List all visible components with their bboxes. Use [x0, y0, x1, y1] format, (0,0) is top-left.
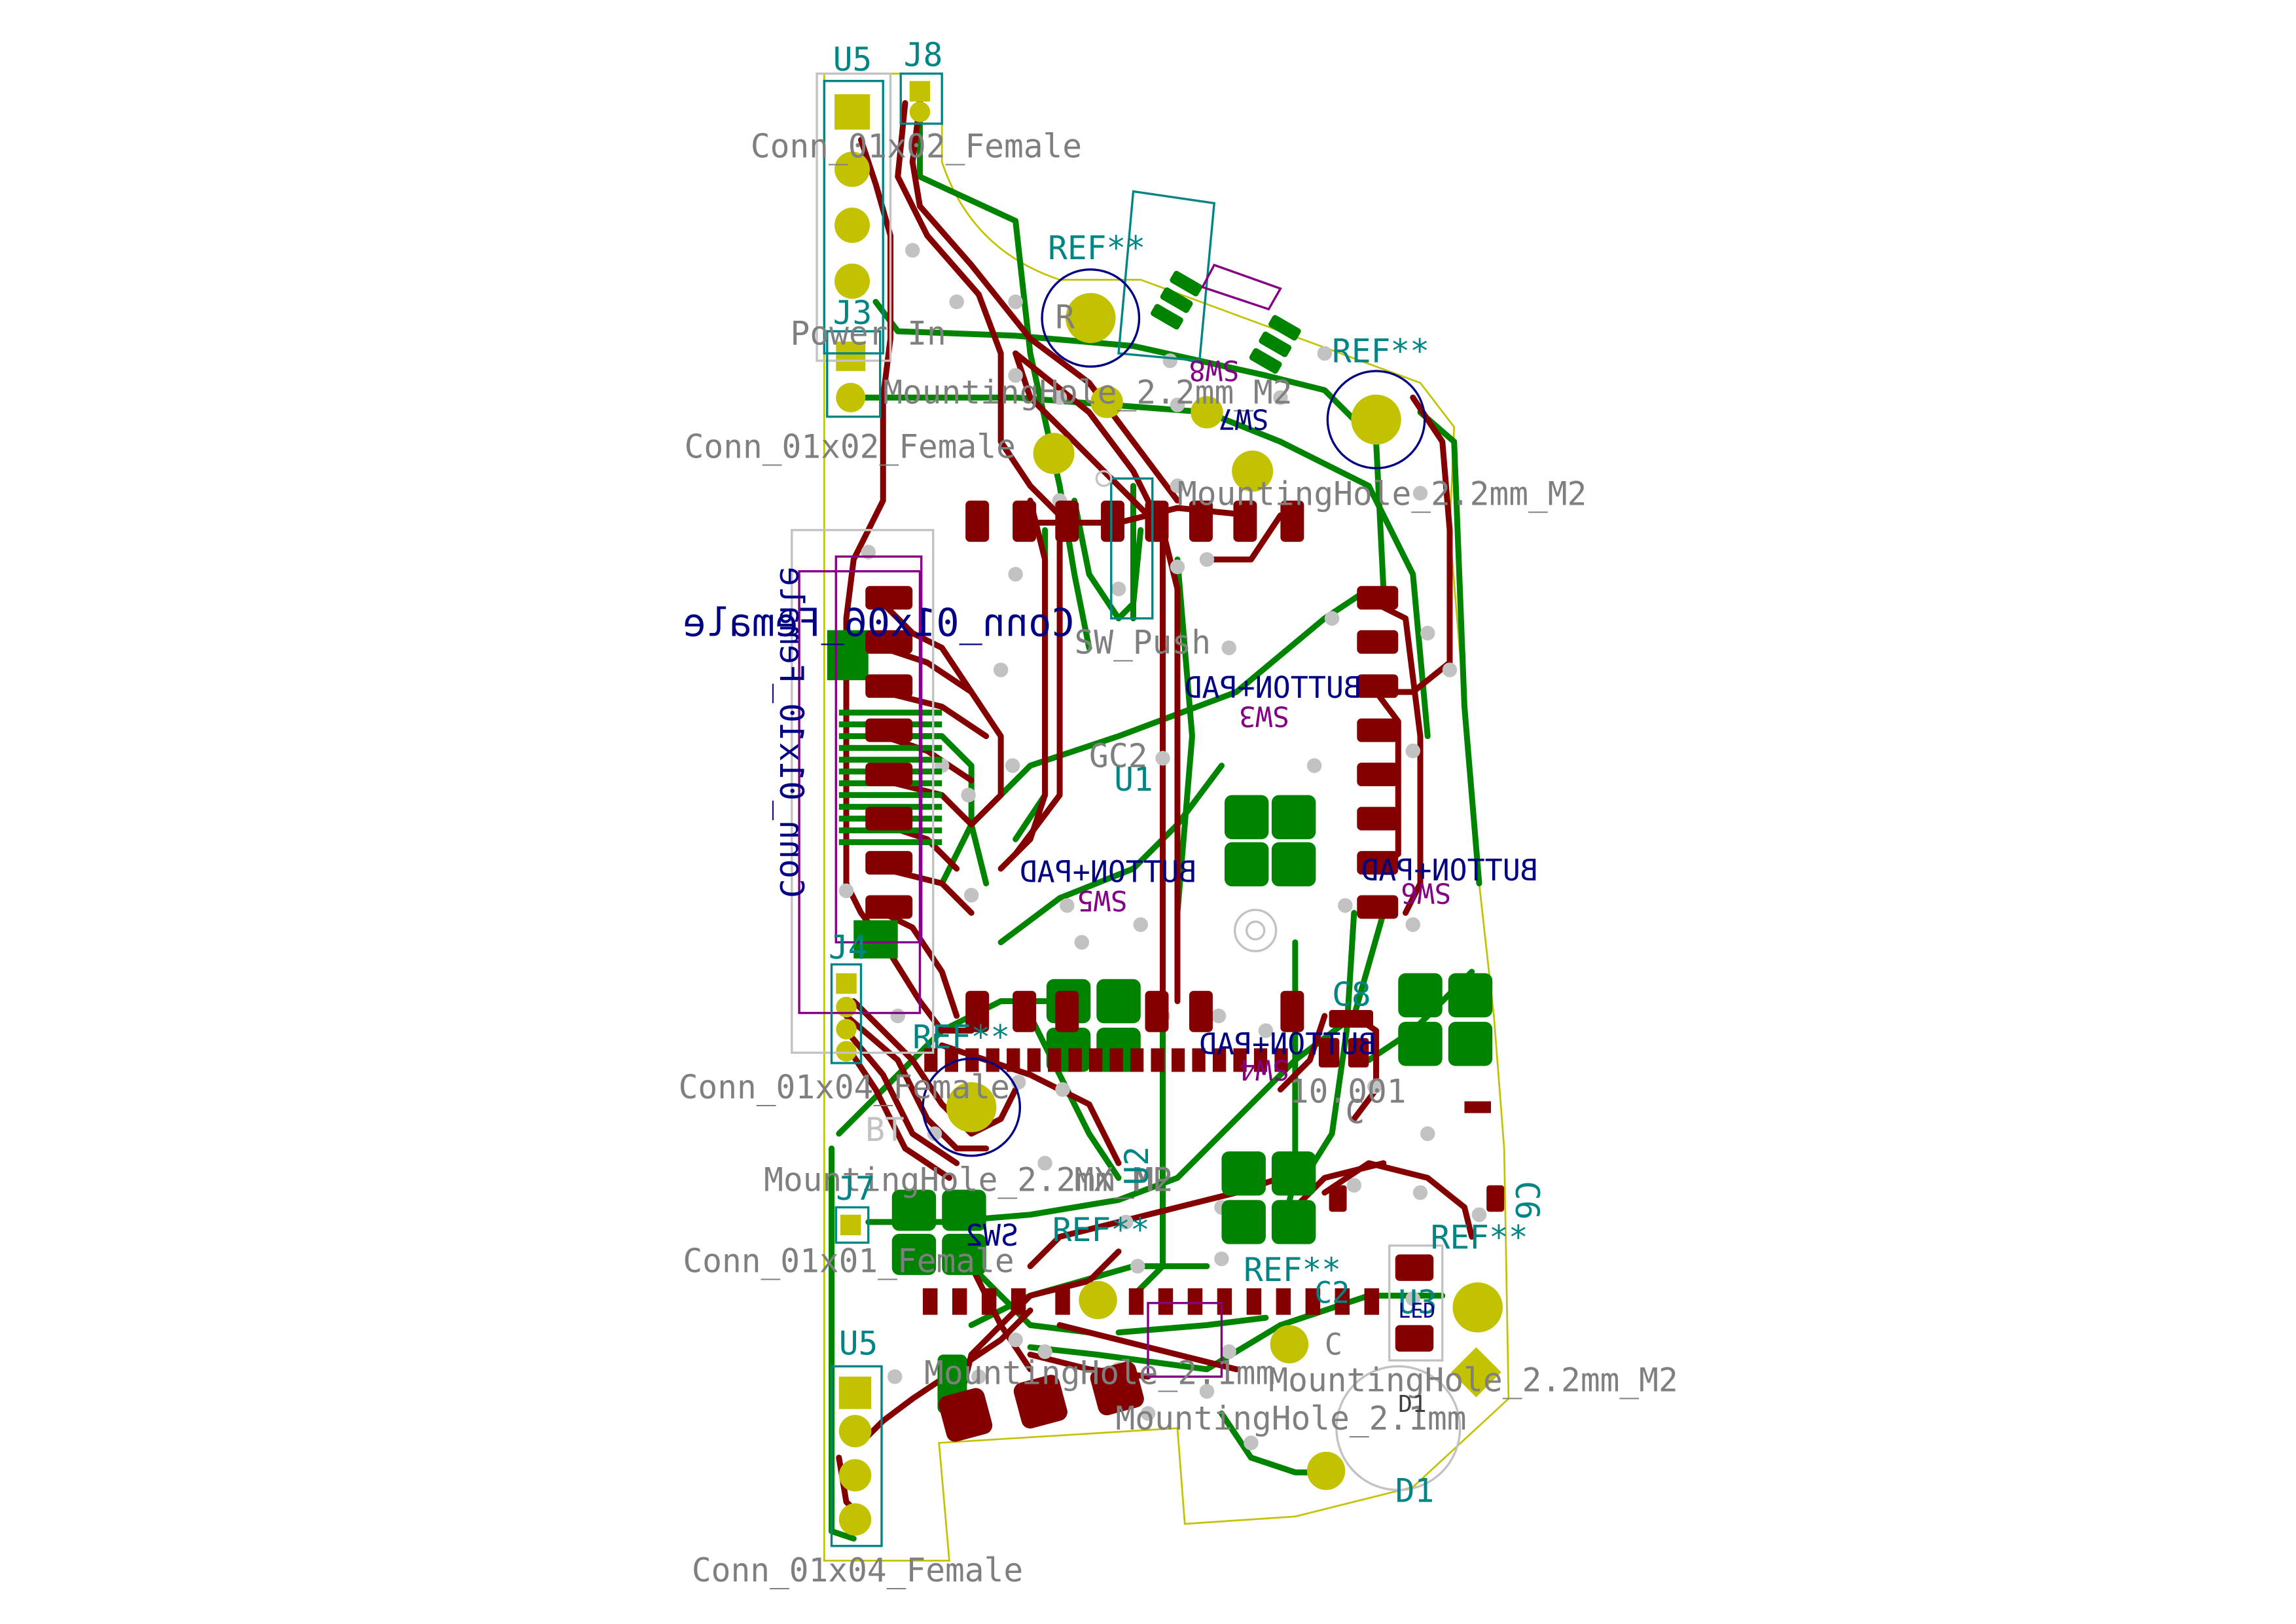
sw3-label: SW3: [1239, 700, 1289, 732]
mx-mp-label: MX_MP: [1075, 1161, 1172, 1199]
c8-label: C8: [1332, 975, 1371, 1013]
bt-label: BT: [865, 1111, 905, 1149]
mh-bottom-2-label: MountingHole_2.1mm: [1116, 1399, 1467, 1437]
u5-top-label: U5: [833, 41, 872, 79]
d1-label: D1: [1395, 1471, 1435, 1509]
ref-e-label: REF**: [1244, 1251, 1341, 1289]
d1-small-label: D1: [1398, 1391, 1426, 1418]
sw7-label: SW7: [1218, 402, 1268, 435]
ref-c-label: REF**: [912, 1019, 1010, 1056]
sw8-label: SW8: [1189, 353, 1239, 386]
sw2-label: SW2: [965, 1218, 1018, 1253]
buttonpad-3-label: BUTTON+PAD: [1361, 853, 1538, 888]
buttonpad-1-label: BUTTON+PAD: [1184, 670, 1361, 705]
j4-label: J4: [829, 928, 868, 966]
ref-b-label: REF**: [1332, 332, 1429, 370]
mh-bottom-1-label: MountingHole_2.1mm: [924, 1354, 1275, 1392]
front-smd-pads: [865, 500, 1505, 1442]
j7-label: J7: [836, 1170, 875, 1208]
c6-label: C6: [1508, 1181, 1546, 1220]
tht-pads: [834, 81, 1503, 1536]
j3-label: J3: [833, 294, 872, 332]
gc2-label: GC2: [1089, 737, 1147, 775]
r001-label: 10.001: [1289, 1073, 1407, 1111]
sw6-label: SW6: [1401, 876, 1451, 909]
conn-01x04-mid-label: Conn_01x04_Female: [679, 1068, 1010, 1106]
led-label: LED: [1398, 1299, 1435, 1323]
c2-label: C2: [1314, 1276, 1350, 1310]
u5-bottom-label: U5: [839, 1324, 878, 1362]
sw-push-label: SW_Push: [1075, 624, 1211, 662]
conn-01x01-label: Conn_01x01_Female: [683, 1242, 1014, 1280]
ref-d-label: REF**: [1052, 1211, 1150, 1249]
mh-right-bottom-label: MountingHole_2.2mm_M2: [1268, 1362, 1677, 1399]
text-labels: U5 J8 Conn_01x02_Female J3 Power In Moun…: [679, 36, 1678, 1589]
conn-01x06-label: Conn_01x06_Female: [683, 601, 1074, 645]
u3-label: U3: [1398, 1283, 1437, 1321]
power-in-label: Power In: [791, 314, 946, 352]
c-mark-label: C: [1345, 1093, 1365, 1131]
c-small-label: C: [1325, 1327, 1342, 1362]
ref-a-label: REF**: [1048, 229, 1145, 267]
buttonpad-4-label: BUTTON+PAD: [1199, 1027, 1376, 1062]
u2-label: U2: [1118, 1146, 1156, 1185]
sw4-label: SW4: [1239, 1053, 1289, 1086]
footprint-outlines: [791, 72, 1462, 1547]
mh-right-top-label: MountingHole_2.2mm_M2: [1177, 475, 1587, 513]
j8-label: J8: [904, 36, 943, 74]
conn-01x02-mid-label: Conn_01x02_Female: [685, 428, 1016, 466]
u1-label: U1: [1114, 761, 1153, 799]
conn-01x10-label: Conn_01x10_Female: [772, 567, 810, 898]
conn-01x04-bottom-label: Conn_01x04_Female: [692, 1551, 1023, 1589]
sw5-label: SW5: [1077, 884, 1127, 916]
mh-mid-label: MountingHole_2.2mm_M2: [764, 1161, 1173, 1199]
mh-top-1-label: MountingHole_2.2mm_M2: [883, 373, 1292, 411]
ref-f-label: REF**: [1431, 1218, 1528, 1256]
ref-a2-label: R: [1055, 298, 1075, 336]
conn-01x02-top-label: Conn_01x02_Female: [751, 128, 1082, 166]
buttonpad-2-label: BUTTON+PAD: [1019, 854, 1196, 889]
